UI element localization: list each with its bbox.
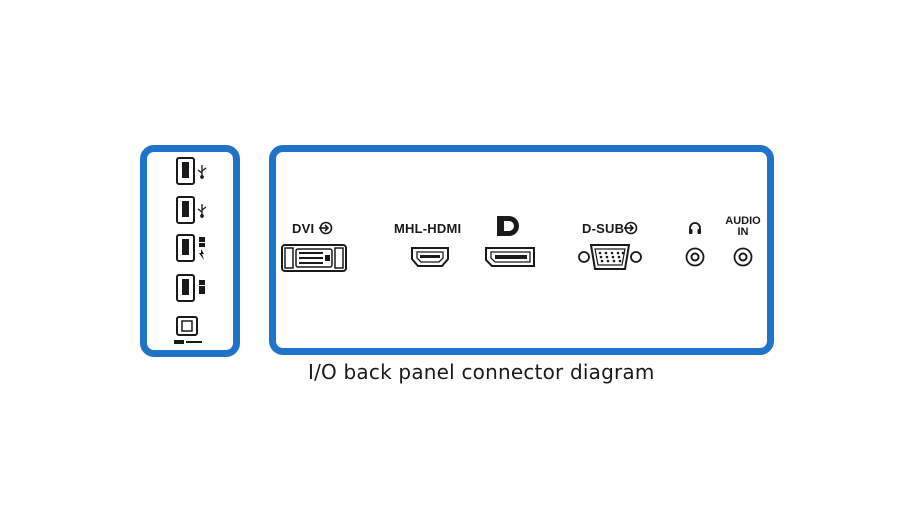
diagram-caption: I/O back panel connector diagram: [308, 360, 655, 384]
usb-port-2: [176, 196, 207, 224]
hdmi-port: [411, 247, 449, 267]
dsub-label: D-SUB: [582, 221, 625, 236]
dvi-label-group: DVI: [292, 220, 314, 238]
audio-in-jack: [733, 247, 753, 267]
usb-b-ss-icon: [174, 340, 202, 344]
displayport-port: [485, 247, 535, 267]
usb-side-panel: [140, 145, 240, 357]
hdmi-label: MHL-HDMI: [394, 221, 462, 236]
dsub-input-arrow-icon: [624, 221, 638, 235]
usb-port-3: [176, 234, 205, 262]
dvi-port: [281, 244, 347, 272]
usb-upstream-port: [174, 316, 202, 344]
usb-ss-charge-icon: [199, 237, 205, 260]
usb-ss-icon: [199, 280, 205, 294]
audio-in-label-line2: IN: [737, 226, 749, 238]
usb-icon: [197, 204, 207, 218]
dsub-port: [578, 244, 642, 270]
displayport-logo-icon: [497, 216, 519, 236]
dvi-label: DVI: [292, 221, 315, 236]
usb-port-4: [176, 274, 205, 302]
dvi-input-arrow-icon: [319, 221, 333, 235]
headphone-jack: [685, 247, 705, 267]
audio-in-label-line1: AUDIO: [725, 215, 761, 227]
usb-port-1: [176, 157, 207, 185]
audio-in-label: AUDIO IN: [723, 216, 763, 238]
headphone-icon: [689, 222, 701, 234]
usb-icon: [197, 165, 207, 179]
io-back-panel: [269, 145, 774, 355]
